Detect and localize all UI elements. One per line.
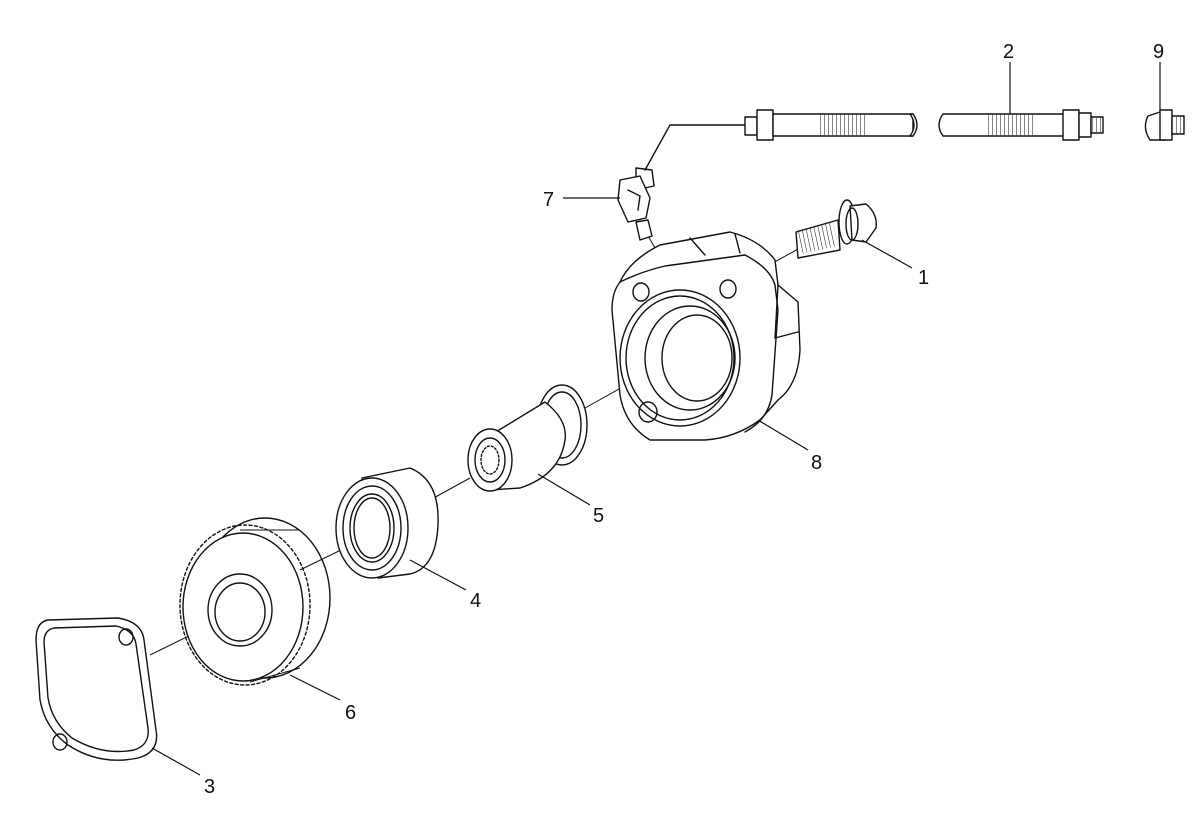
callout-4: 4 [470, 590, 481, 612]
callout-8: 8 [811, 452, 822, 474]
callout-3: 3 [204, 776, 215, 798]
callout-labels: 1 2 3 4 5 6 7 8 9 [204, 41, 1164, 798]
part-6-gear [179, 517, 331, 686]
part-7-elbow-fitting [617, 167, 655, 241]
callout-2: 2 [1003, 41, 1014, 63]
callout-5: 5 [593, 505, 604, 527]
part-4-bearing [335, 467, 439, 579]
part-8-housing [611, 231, 801, 441]
callout-1: 1 [918, 267, 929, 289]
part-5-sleeve [467, 384, 588, 492]
callout-6: 6 [345, 702, 356, 724]
leader-lines [151, 197, 913, 776]
callout-9: 9 [1153, 41, 1164, 63]
part-1-bolt [795, 199, 877, 259]
callout-7: 7 [543, 189, 554, 211]
part-9-plug [1144, 62, 1185, 141]
part-2-pipe [644, 62, 1104, 171]
part-3-gasket [35, 617, 158, 761]
